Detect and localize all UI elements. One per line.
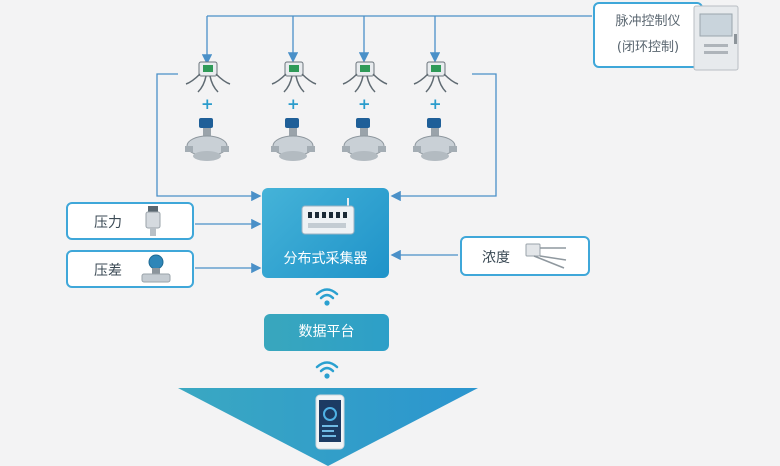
distributed-collector-box: 分布式采集器 — [262, 188, 389, 278]
pressure-diff-sensor-box — [66, 250, 194, 288]
pressure-transmitter-icon — [145, 206, 161, 236]
pulse-controller-title: 脉冲控制仪 — [615, 14, 681, 29]
pressure-sensor-box — [66, 202, 194, 240]
collector-device-icon — [301, 198, 355, 235]
collector-label: 分布式采集器 — [283, 251, 368, 267]
plus-sign: + — [201, 95, 214, 113]
pressure-label: 压力 — [94, 215, 122, 231]
differential-pressure-transmitter-icon — [141, 254, 171, 283]
plus-sign: + — [358, 95, 371, 113]
pulse-valve-icon — [185, 118, 229, 161]
solenoid-module-icon — [342, 61, 388, 93]
pulse-valve-icon — [271, 118, 315, 161]
pulse-controller-cabinet-icon — [693, 5, 739, 71]
data-platform-box: 数据平台 — [264, 314, 389, 351]
pressure-diff-label: 压差 — [94, 263, 122, 279]
pulse-valve-icon — [342, 118, 386, 161]
solenoid-module-icon — [185, 61, 231, 93]
pulse-valve-icon — [413, 118, 457, 161]
concentration-sensor-box — [460, 236, 590, 276]
wifi-icon — [315, 361, 339, 379]
plus-sign: + — [429, 95, 442, 113]
solenoid-module-icon — [413, 61, 459, 93]
plus-sign: + — [287, 95, 300, 113]
concentration-label: 浓度 — [482, 250, 510, 266]
pulse-controller-subtitle: (闭环控制) — [616, 40, 680, 55]
data-platform-label: 数据平台 — [298, 324, 355, 340]
solenoid-module-icon — [271, 61, 317, 93]
dust-concentration-probe-icon — [525, 243, 567, 269]
smartphone-icon — [315, 394, 345, 450]
wifi-icon — [315, 288, 339, 306]
